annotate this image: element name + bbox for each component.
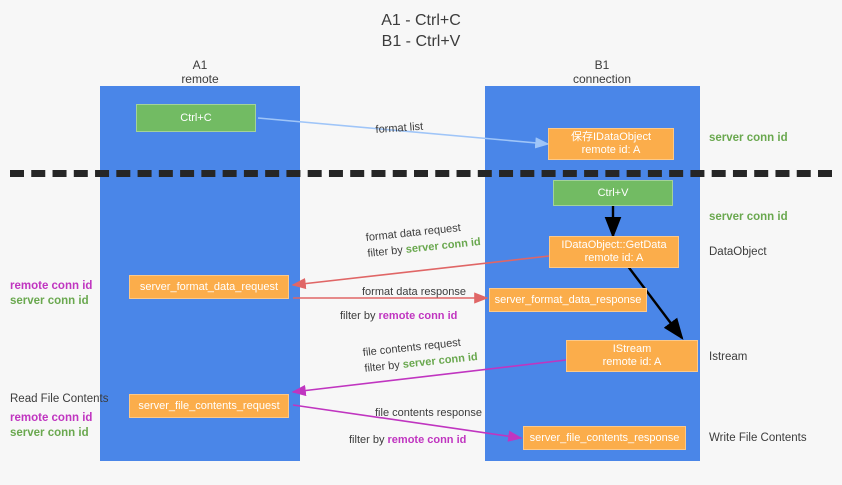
phase-divider bbox=[10, 170, 832, 177]
edge-label-format-list: format list bbox=[375, 120, 424, 136]
annotation-server-conn-id-top: server conn id bbox=[709, 132, 788, 144]
annotation-server-conn-id-mid: server conn id bbox=[709, 211, 788, 223]
annotation-server-conn-id-2: server conn id bbox=[10, 427, 89, 439]
annotation-write-file-contents: Write File Contents bbox=[709, 432, 807, 444]
annotation-server-conn-id-1: server conn id bbox=[10, 295, 89, 307]
edge-label-format-data-response-line1: format data response bbox=[362, 286, 466, 298]
node-server-file-contents-response[interactable]: server_file_contents_response bbox=[523, 426, 686, 450]
annotation-remote-conn-id-1: remote conn id bbox=[10, 280, 93, 292]
node-istream[interactable]: IStream remote id: A bbox=[566, 340, 698, 372]
node-server-file-contents-request[interactable]: server_file_contents_request bbox=[129, 394, 289, 418]
annotation-remote-conn-id-2: remote conn id bbox=[10, 412, 93, 424]
node-save-idataobject[interactable]: 保存IDataObject remote id: A bbox=[548, 128, 674, 160]
remote-conn-id-highlight: remote conn id bbox=[387, 434, 467, 446]
page-title: A1 - Ctrl+C B1 - Ctrl+V bbox=[381, 12, 461, 50]
node-ctrl-v[interactable]: Ctrl+V bbox=[553, 180, 673, 206]
filter-by-prefix: filter by bbox=[349, 434, 388, 446]
edge-label-file-contents-response-line2: filter by remote conn id bbox=[349, 432, 482, 448]
node-idataobject-getdata[interactable]: IDataObject::GetData remote id: A bbox=[549, 236, 679, 268]
filter-by-prefix: filter by bbox=[363, 358, 404, 375]
filter-by-prefix: filter by bbox=[366, 243, 407, 260]
annotation-dataobject: DataObject bbox=[709, 246, 767, 258]
edge-label-format-data-response-line2: filter by remote conn id bbox=[340, 308, 466, 324]
edge-label-file-contents-request: file contents request filter by server c… bbox=[362, 333, 478, 377]
edge-label-file-contents-response: file contents response filter by remote … bbox=[349, 405, 483, 448]
filter-by-prefix: filter by bbox=[340, 310, 379, 322]
edge-label-format-data-request: format data request filter by server con… bbox=[365, 218, 481, 262]
edge-label-file-contents-response-line1: file contents response bbox=[375, 407, 483, 419]
annotation-read-file-contents: Read File Contents bbox=[10, 393, 109, 405]
node-server-format-data-response[interactable]: server_format_data_response bbox=[489, 288, 647, 312]
column-header-a1: A1 remote bbox=[181, 58, 219, 86]
remote-conn-id-highlight: remote conn id bbox=[378, 310, 458, 322]
edge-label-format-data-response: format data response filter by remote co… bbox=[340, 284, 466, 324]
node-server-format-data-request[interactable]: server_format_data_request bbox=[129, 275, 289, 299]
column-header-b1: B1 connection bbox=[572, 58, 632, 86]
annotation-istream: Istream bbox=[709, 351, 748, 363]
node-ctrl-c[interactable]: Ctrl+C bbox=[136, 104, 256, 132]
